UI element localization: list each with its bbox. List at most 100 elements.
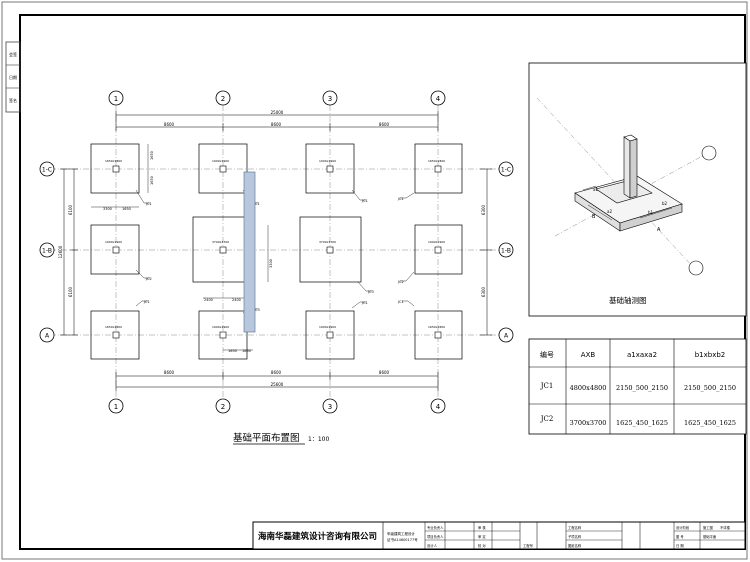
axis-bubbles-left: 1-C 1-B A xyxy=(39,161,55,343)
dim-span-2-bottom: 8600 xyxy=(271,370,282,375)
th-no: 编号 xyxy=(540,350,554,359)
dim-span-3-bottom: 8600 xyxy=(379,370,390,375)
footing-1b-3 xyxy=(299,216,362,283)
dim-right-2: 6300 xyxy=(481,286,486,297)
footing-1b-4 xyxy=(414,224,463,275)
tb-val-3: 基础平面 xyxy=(703,534,717,539)
margin-label-1: 会签 xyxy=(9,51,17,57)
dim-right-1: 6300 xyxy=(481,204,486,215)
td-r2-c4: 1625_450_1625 xyxy=(684,419,736,427)
left-margin-block: 会签 日期 签名 xyxy=(5,41,21,113)
dim-total-bottom: 25600 xyxy=(271,382,284,387)
fdim-4: 1650 xyxy=(150,176,154,185)
qualification-1: 甲级建筑工程设计 xyxy=(387,531,415,536)
axis-bubbles-bottom: 1 2 3 4 xyxy=(108,398,446,414)
axo-slab xyxy=(574,175,683,232)
fdim-9: 1650 xyxy=(242,349,251,353)
tb-e-3: 日 期 xyxy=(676,543,684,548)
lbl-1b-1: 1900x1900 xyxy=(105,240,122,244)
td-r1-c2: 4800x4800 xyxy=(570,384,607,392)
lbl-a-2: 1900x1900 xyxy=(212,325,229,329)
fdim-8: 1650 xyxy=(228,349,237,353)
lbl-a-4: 1650x1800 xyxy=(428,325,445,329)
axis-label-1c-left: 1-C xyxy=(42,167,52,174)
tag-11: JC1 xyxy=(397,300,404,304)
axo-label-a2: a2 xyxy=(607,209,612,214)
lbl-1c-1: 1650x1800 xyxy=(105,159,122,163)
lbl-a-3: 1900x1900 xyxy=(319,325,336,329)
dim-left-2: 6100 xyxy=(68,286,73,297)
fdim-1: 3300 xyxy=(103,207,112,211)
tb-val-2: 不详楼 xyxy=(720,525,731,530)
lbl-1c-2: 1900x1900 xyxy=(212,159,229,163)
tag-4: JC1 xyxy=(397,197,404,201)
tb-e-2: 图 号 xyxy=(676,534,684,539)
th-b: b1xbxb2 xyxy=(695,351,726,359)
tb-a-3: 校 对 xyxy=(478,543,486,548)
axis-bubbles-top: 1 2 3 4 xyxy=(108,90,446,106)
fdim-5: 2400 xyxy=(204,298,213,302)
axo-caption: 基础轴测图 xyxy=(609,295,647,305)
tag-1: JC1 xyxy=(145,202,152,206)
dim-left-1: 6100 xyxy=(68,204,73,215)
axo-panel: a1 a2 b2 b1 B A 基础轴测图 xyxy=(528,62,747,317)
fdim-6: 2400 xyxy=(232,298,241,302)
plan-scale: 1：100 xyxy=(308,436,329,443)
tb-a-2: 审 定 xyxy=(478,534,486,539)
footing-1b-1 xyxy=(90,224,140,275)
footing-a-1 xyxy=(90,310,140,360)
tb-e-1: 设计阶段 xyxy=(676,525,690,530)
dimensions-top xyxy=(115,111,439,131)
footing-1c-1 xyxy=(90,143,140,194)
axis-label-3-top: 3 xyxy=(328,95,332,103)
axis-label-3-bottom: 3 xyxy=(328,403,332,411)
footing-1c-4 xyxy=(414,143,463,194)
lbl-1c-4: 1650x1800 xyxy=(428,159,445,163)
company-name: 海南华磊建筑设计咨询有限公司 xyxy=(258,531,377,542)
axis-label-1b-left: 1-B xyxy=(42,248,52,255)
fdim-3: 1650 xyxy=(150,151,154,160)
tb-b-1: 专业负责人 xyxy=(427,525,444,530)
tb-b-3: 设计人 xyxy=(427,543,438,548)
tag-2: JC1 xyxy=(253,202,260,206)
axis-label-a-right: A xyxy=(504,333,509,340)
axis-label-1c-right: 1-C xyxy=(501,167,511,174)
tb-c-1: 工程号 xyxy=(523,543,534,548)
th-a: a1xaxa2 xyxy=(627,351,657,359)
footing-a-2 xyxy=(198,310,248,360)
td-r1-c3: 2150_500_2150 xyxy=(616,384,668,392)
title-block: 海南华磊建筑设计咨询有限公司 甲级建筑工程设计 证书A14600177号 专业负… xyxy=(252,521,746,550)
dim-span-1-bottom: 8600 xyxy=(164,370,175,375)
axis-label-1-bottom: 1 xyxy=(114,403,118,411)
td-r1-c1: JC1 xyxy=(540,382,554,390)
footing-labels: 1650x1800 1900x1900 1900x1900 1650x1800 … xyxy=(105,159,445,329)
tag-6: JC3 xyxy=(367,290,374,294)
td-r2-c1: JC2 xyxy=(540,415,554,423)
dimensions-bottom xyxy=(115,372,439,391)
qualification-2: 证书A14600177号 xyxy=(387,537,418,542)
dimensions-right xyxy=(480,168,492,336)
axis-label-2-top: 2 xyxy=(221,95,225,103)
axis-label-4-top: 4 xyxy=(436,95,441,103)
tag-9: JC3 xyxy=(253,308,260,312)
margin-label-3: 签名 xyxy=(9,97,17,103)
jc-tags: JC1 JC1 JC1 JC1 JC2 JC3 JC2 JC1 JC3 JC1 … xyxy=(143,197,404,312)
footing-1c-3 xyxy=(305,143,355,194)
axis-label-2-bottom: 2 xyxy=(221,403,225,411)
tb-c-2: 工程名称 xyxy=(568,525,582,530)
dimensions-left xyxy=(60,168,78,336)
axo-bubble-1 xyxy=(701,145,717,161)
lbl-1b-4: 1900x1900 xyxy=(428,240,445,244)
lbl-a-1: 1650x1800 xyxy=(105,325,122,329)
lbl-1b-2: 3700x3700 xyxy=(212,240,229,244)
dim-span-1-top: 8600 xyxy=(164,122,175,127)
footing-a-3 xyxy=(305,310,355,360)
axo-label-b: B xyxy=(592,214,596,220)
axo-label-a1: a1 xyxy=(593,187,598,192)
tag-3: JC1 xyxy=(361,199,368,203)
lbl-1b-3: 3700x3700 xyxy=(319,240,336,244)
dim-total-top: 25000 xyxy=(271,110,284,115)
axo-dims xyxy=(582,185,673,221)
lbl-1c-3: 1900x1900 xyxy=(319,159,336,163)
